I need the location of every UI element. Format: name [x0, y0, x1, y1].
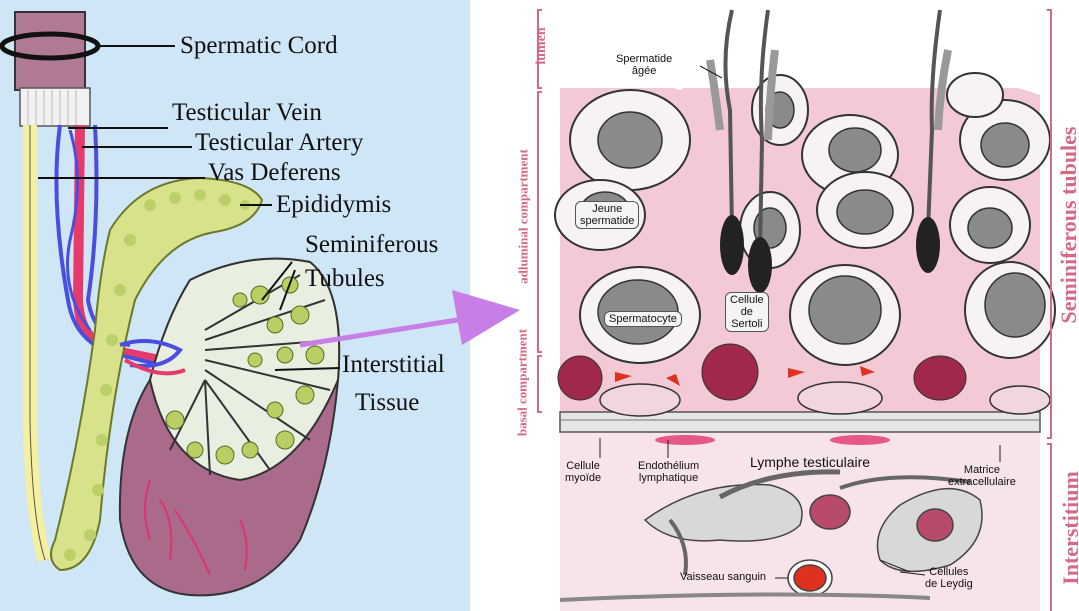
cellule-myoide-label: Cellule myoïde	[565, 460, 601, 484]
spermatide-agee-label: Spermatide âgée	[616, 53, 672, 77]
matrice-label: Matrice extracellulaire	[948, 464, 1016, 488]
testicular-vein-label: Testicular Vein	[172, 100, 322, 125]
sertoli-label: Cellule de Sertoli	[725, 292, 769, 332]
spermatocyte-label: Spermatocyte	[604, 311, 682, 327]
vas-deferens-shape	[30, 125, 45, 560]
histology-drawing	[470, 0, 1079, 611]
seminiferous-tubules-label: Seminiferous tubules	[1058, 105, 1079, 345]
vas-deferens-label: Vas Deferens	[208, 160, 341, 185]
lumen-label: lumen	[535, 26, 549, 66]
basal-label: basal compartment	[516, 308, 529, 458]
seminiferous-label: Seminiferous	[305, 232, 438, 257]
spermatic-cord-label: Spermatic Cord	[180, 33, 338, 58]
testis-anatomy-panel: Spermatic Cord Testicular Vein Testicula…	[0, 0, 470, 611]
testicular-artery-label: Testicular Artery	[195, 130, 363, 155]
jeune-spermatide-label: Jeune spermatide	[575, 201, 639, 229]
endothelium-label: Endothélium lymphatique	[638, 460, 699, 484]
tissue-label: Tissue	[355, 390, 419, 415]
tubule-histology-panel: lumen adluminal compartment basal compar…	[470, 0, 1079, 611]
adluminal-label: adluminal compartment	[517, 132, 530, 302]
vaisseau-sanguin-label: Vaisseau sanguin	[680, 571, 766, 583]
tubules-label: Tubules	[305, 266, 385, 291]
leydig-label: Cellules de Leydig	[925, 566, 973, 590]
cord-cut-section	[20, 88, 90, 126]
spermatic-cord-shape	[15, 12, 85, 90]
interstitial-label: Interstitial	[342, 352, 445, 377]
interstitium-label: Interstitium	[1060, 458, 1079, 598]
lymphe-label: Lymphe testiculaire	[750, 455, 870, 470]
blood-vessel	[794, 565, 826, 591]
testis-anatomy-drawing	[0, 0, 470, 611]
epididymis-label: Epididymis	[276, 192, 391, 217]
